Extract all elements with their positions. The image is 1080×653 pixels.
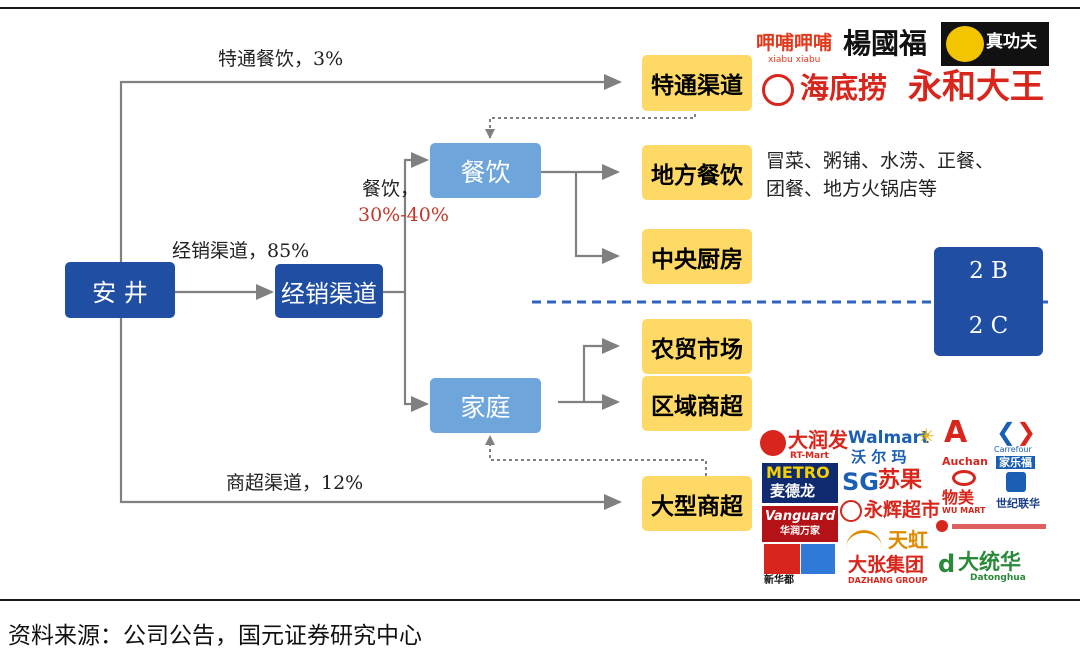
- logo-zhengongfu-figure: [946, 26, 984, 62]
- node-regional-supermarket: 区域商超: [642, 376, 752, 431]
- node-household: 家庭: [430, 378, 541, 433]
- segment-2b: 2 B: [969, 258, 1008, 284]
- edge-special-to-catering: [485, 114, 696, 139]
- source-note: 资料来源：公司公告，国元证券研究中心: [8, 623, 422, 649]
- logo-rt-mart-mark: [760, 430, 786, 456]
- logo-yangguofu: 楊國福: [843, 27, 928, 60]
- logo-rt-mart: 大润发: [788, 428, 848, 452]
- logo-suguo-en: SG: [842, 468, 879, 496]
- edge-supermarket-to-household: [485, 435, 707, 476]
- edge-to-central-kitchen: [574, 172, 620, 264]
- label-catering-share: 餐饮，: [362, 178, 420, 200]
- segment-block: [934, 247, 1043, 356]
- logo-carrefour-cn: 家乐福: [996, 456, 1035, 469]
- logo-suguo: 苏果: [878, 468, 923, 493]
- logo-xiabu: 呷哺呷哺: [756, 32, 833, 54]
- local-catering-note-line2: 团餐、地方火锅店等: [766, 178, 938, 200]
- logo-yonghui-mark: [840, 500, 862, 522]
- logo-vanguard: Vanguard: [765, 509, 836, 524]
- local-catering-note-line1: 冒菜、粥铺、水涝、正餐、: [766, 150, 995, 172]
- logo-walmart: Walmart: [848, 428, 930, 448]
- label-distribution: 经销渠道，85%: [172, 240, 310, 262]
- logo-yonghe: 永和大王: [908, 67, 1044, 107]
- logo-wumart-mark: [952, 470, 976, 486]
- label-catering-share-value: 30%-40%: [358, 204, 449, 226]
- label-special-catering: 特通餐饮，3%: [218, 48, 344, 70]
- segment-2c: 2 C: [968, 313, 1009, 339]
- node-central-kitchen: 中央厨房: [642, 229, 752, 284]
- edge-supermarket-channel: [119, 318, 622, 510]
- logo-carrefour-mark: ❮❯: [996, 418, 1037, 446]
- logo-auchan-bird: A: [944, 415, 968, 450]
- logo-vanguard-bg: [762, 506, 838, 542]
- edge-to-catering: [403, 152, 429, 292]
- logo-carrefour: Carrefour: [994, 445, 1032, 454]
- logo-wumart: 物美: [942, 488, 975, 507]
- edge-to-farmers-market: [582, 338, 620, 402]
- logo-tianhong: 天虹: [888, 528, 928, 552]
- logo-yonghui: 永辉超市: [864, 499, 941, 521]
- logo-walmart-spark: ✳: [918, 424, 935, 448]
- edge-to-household: [403, 292, 429, 412]
- node-large-supermarket: 大型商超: [642, 476, 752, 531]
- edge-special-catering: [119, 74, 622, 262]
- logo-wumart-en: WU MART: [942, 506, 986, 515]
- logo-xiabu-sub: xiabu xiabu: [768, 55, 821, 65]
- logo-datonghua-d: d: [938, 550, 956, 578]
- logo-metro-bg: [762, 463, 838, 503]
- top-rule: [0, 7, 1080, 9]
- logo-tianhong-arc: [846, 530, 882, 548]
- logo-datonghua: 大统华: [958, 550, 1021, 574]
- node-special-channel: 特通渠道: [642, 55, 752, 111]
- logo-misc-strip: [952, 524, 1046, 529]
- logo-vanguard-cn: 华润万家: [780, 526, 820, 537]
- logo-metro: METRO: [766, 463, 830, 482]
- logo-metro-cn: 麦德龙: [770, 482, 816, 500]
- node-anjing: 安 井: [65, 262, 175, 318]
- logo-century-mark: [1006, 472, 1026, 492]
- logo-rt-mart-en: RT-Mart: [790, 451, 829, 461]
- node-local-catering: 地方餐饮: [642, 145, 752, 200]
- logo-dazhang: 大张集团: [848, 554, 925, 576]
- logo-haidilao: 海底捞: [800, 71, 888, 105]
- logo-century-mart: 世纪联华: [996, 497, 1040, 510]
- bottom-rule: [0, 599, 1080, 601]
- logo-zhengongfu: 真功夫: [986, 32, 1037, 52]
- node-farmers-market: 农贸市场: [642, 319, 752, 374]
- logo-haidilao-mark: [762, 74, 794, 106]
- label-supermarket-channel: 商超渠道，12%: [226, 472, 364, 494]
- logo-auchan: Auchan: [942, 455, 988, 468]
- logo-xinhuadu: 新华都: [764, 575, 794, 586]
- node-distribution: 经销渠道: [275, 264, 383, 318]
- logo-datonghua-en: Datonghua: [970, 573, 1026, 583]
- logo-misc-seal: [936, 520, 948, 532]
- logo-walmart-cn: 沃 尔 玛: [851, 448, 907, 466]
- logo-xinhuadu-d: [801, 544, 835, 574]
- node-catering: 餐饮: [430, 143, 541, 198]
- logo-dazhang-en: DAZHANG GROUP: [848, 576, 928, 585]
- logo-xinhuadu-bg: [764, 544, 800, 574]
